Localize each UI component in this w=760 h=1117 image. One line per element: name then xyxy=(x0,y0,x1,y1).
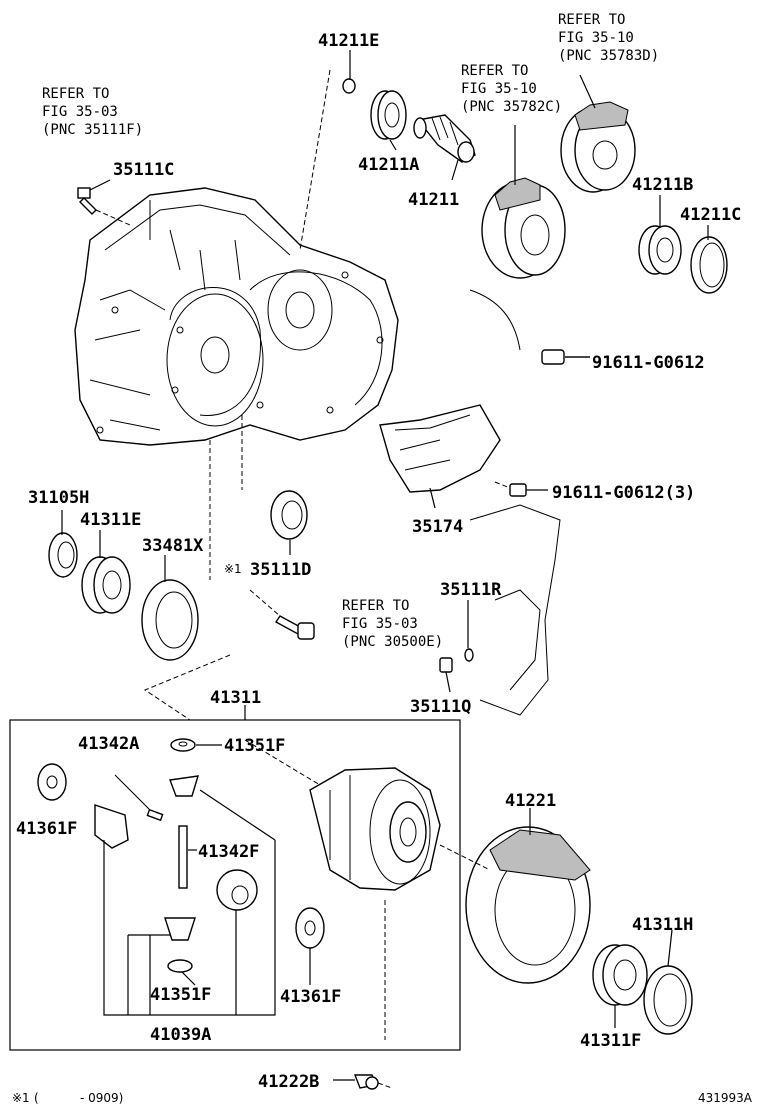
differential-case[interactable] xyxy=(309,767,441,891)
differential-assembly-box xyxy=(9,719,461,1051)
bolt-41222b[interactable] xyxy=(353,1074,393,1090)
label-91611-g0612-qty3: 91611-G0612(3) xyxy=(552,483,695,503)
seal-35111d[interactable] xyxy=(270,490,308,540)
pinion-gear-bottom[interactable] xyxy=(164,917,196,941)
svg-text:(: ( xyxy=(34,1091,39,1105)
label-41311f: 41311F xyxy=(580,1031,641,1051)
label-41211a: 41211A xyxy=(358,155,419,175)
refer-note-35111f: REFER TO FIG 35-03 (PNC 35111F) xyxy=(42,86,143,138)
transaxle-case[interactable] xyxy=(74,187,399,446)
label-41361f-left: 41361F xyxy=(16,819,77,839)
footnote: ※1 ( - 0909) xyxy=(12,1091,123,1105)
label-35111c: 35111C xyxy=(113,160,174,180)
label-35174: 35174 xyxy=(412,517,463,537)
shaft-41342f[interactable] xyxy=(178,825,188,889)
label-41342f: 41342F xyxy=(198,842,259,862)
svg-text:(PNC 35111F): (PNC 35111F) xyxy=(42,122,143,138)
label-41211: 41211 xyxy=(408,190,459,210)
svg-text:FIG 35-10: FIG 35-10 xyxy=(461,81,537,97)
bearing-41211a[interactable] xyxy=(370,90,407,140)
washer-41361f-right[interactable] xyxy=(295,907,325,949)
seal-31105h[interactable] xyxy=(48,532,78,578)
svg-text:FIG 35-03: FIG 35-03 xyxy=(342,616,418,632)
shaft-41211[interactable] xyxy=(413,114,476,163)
label-41361f-right: 41361F xyxy=(280,987,341,1007)
gear-35783d[interactable] xyxy=(560,101,636,193)
side-gear-right[interactable] xyxy=(216,869,258,911)
ring-gear-41221[interactable] xyxy=(465,808,591,984)
svg-text:REFER TO: REFER TO xyxy=(42,86,109,102)
svg-text:REFER TO: REFER TO xyxy=(342,598,409,614)
bolt-91611-upper[interactable] xyxy=(469,289,590,365)
label-35111q: 35111Q xyxy=(410,697,471,717)
oring-35111r[interactable] xyxy=(464,648,474,662)
svg-text:FIG 35-03: FIG 35-03 xyxy=(42,104,118,120)
label-41211e: 41211E xyxy=(318,31,379,51)
bearing-41311f[interactable] xyxy=(592,944,648,1006)
label-41222b: 41222B xyxy=(258,1072,319,1092)
bearing-41211b[interactable] xyxy=(638,225,682,275)
label-41211b: 41211B xyxy=(632,175,693,195)
bolt-30500e[interactable] xyxy=(249,589,315,640)
svg-text:(PNC 35782C): (PNC 35782C) xyxy=(461,99,562,115)
label-41351f-bottom: 41351F xyxy=(150,985,211,1005)
svg-text:REFER TO: REFER TO xyxy=(461,63,528,79)
refer-note-35782c: REFER TO FIG 35-10 (PNC 35782C) xyxy=(461,63,562,115)
bearing-41311e[interactable] xyxy=(81,556,131,614)
seal-33481x[interactable] xyxy=(141,579,199,661)
washer-41361f-left[interactable] xyxy=(37,763,67,801)
pin-41342a[interactable] xyxy=(114,774,164,822)
image-code: 431993A xyxy=(698,1091,753,1105)
driven-gear-35782c[interactable] xyxy=(481,177,566,279)
label-91611-g0612: 91611-G0612 xyxy=(592,353,705,373)
cover-35174[interactable] xyxy=(379,404,501,493)
label-41221: 41221 xyxy=(505,791,556,811)
svg-text:(PNC 35783D): (PNC 35783D) xyxy=(558,48,659,64)
pinion-gear-top[interactable] xyxy=(169,775,199,797)
bolt-91611-lower[interactable] xyxy=(494,481,548,497)
label-31105h: 31105H xyxy=(28,488,89,508)
race-41311h[interactable] xyxy=(643,965,693,1035)
svg-text:REFER TO: REFER TO xyxy=(558,12,625,28)
label-35111d: 35111D xyxy=(250,560,311,580)
label-33481x: 33481X xyxy=(142,536,204,556)
washer-41351f-bottom[interactable] xyxy=(167,959,193,973)
label-41311: 41311 xyxy=(210,688,261,708)
washer-41351f-top[interactable] xyxy=(170,738,196,752)
side-gear-left[interactable] xyxy=(94,804,129,849)
refer-note-35783d: REFER TO FIG 35-10 (PNC 35783D) xyxy=(558,12,659,64)
label-41311h: 41311H xyxy=(632,915,693,935)
svg-text:FIG 35-10: FIG 35-10 xyxy=(558,30,634,46)
footnote-mark-35111d: ※1 xyxy=(224,562,242,576)
refer-note-30500e: REFER TO FIG 35-03 (PNC 30500E) xyxy=(342,598,443,650)
label-35111r: 35111R xyxy=(440,580,502,600)
svg-text:- 0909): - 0909) xyxy=(80,1091,123,1105)
ring-41211c[interactable] xyxy=(690,236,728,294)
plug-41211e[interactable] xyxy=(342,78,356,94)
label-41311e: 41311E xyxy=(80,510,141,530)
label-41039a: 41039A xyxy=(150,1025,211,1045)
case-bolt[interactable] xyxy=(77,187,131,226)
svg-text:(PNC 30500E): (PNC 30500E) xyxy=(342,634,443,650)
bolt-35111q[interactable] xyxy=(439,657,453,673)
label-41351f-top: 41351F xyxy=(224,736,285,756)
label-41342a: 41342A xyxy=(78,734,139,754)
svg-text:※1: ※1 xyxy=(12,1091,30,1105)
label-41211c: 41211C xyxy=(680,205,741,225)
